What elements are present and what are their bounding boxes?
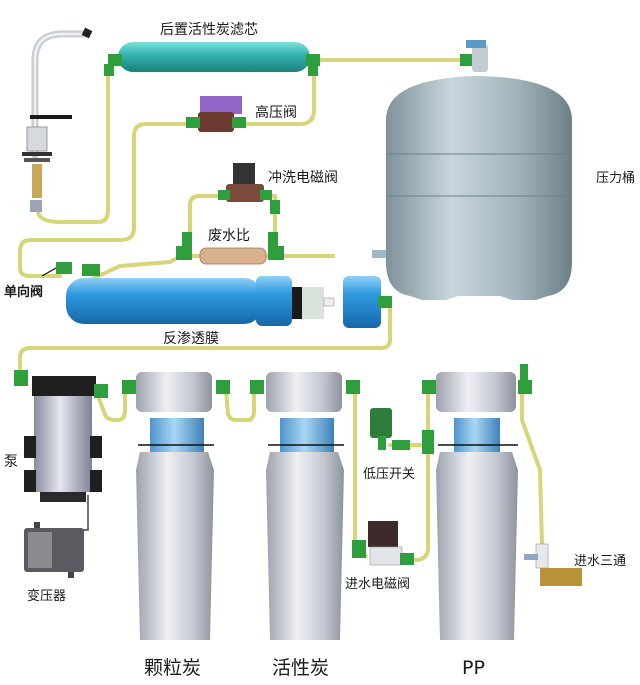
ro-membrane-label: 反渗透膜 xyxy=(163,331,219,347)
flush-solenoid-valve xyxy=(218,163,280,214)
pressure-tank-label: 压力桶 xyxy=(596,171,635,186)
inlet-tee-label: 进水三通 xyxy=(574,554,626,569)
check-valve-label: 单向阀 xyxy=(4,284,43,300)
pump xyxy=(14,370,108,502)
waste-water-ratio-label: 废水比 xyxy=(208,228,250,244)
check-valve-arrow xyxy=(41,267,57,277)
faucet xyxy=(22,27,93,212)
pressure-tank xyxy=(372,40,572,300)
inlet-tee xyxy=(520,364,582,586)
filter-pp-label: PP xyxy=(462,657,485,679)
post-carbon-filter xyxy=(104,42,320,76)
filter-pp xyxy=(422,372,532,640)
flush-solenoid-valve-label: 冲洗电磁阀 xyxy=(268,170,338,186)
high-pressure-switch xyxy=(186,96,246,132)
low-pressure-switch-label: 低压开关 xyxy=(363,467,415,482)
filter-activated-carbon xyxy=(250,372,360,640)
ro-membrane xyxy=(66,276,392,328)
filter-activated-carbon-label: 活性炭 xyxy=(272,657,329,679)
filter-granular-carbon-label: 颗粒炭 xyxy=(144,657,201,679)
transformer xyxy=(24,522,84,578)
high-pressure-switch-label: 高压阀 xyxy=(255,104,297,121)
inlet-solenoid-valve xyxy=(352,521,414,566)
filter-granular-carbon xyxy=(122,372,230,640)
transformer-label: 变压器 xyxy=(27,588,66,604)
post-carbon-filter-label: 后置活性炭滤芯 xyxy=(160,22,258,38)
pump-label: 泵 xyxy=(4,454,18,470)
inlet-solenoid-valve-label: 进水电磁阀 xyxy=(345,577,410,592)
check-valve xyxy=(56,262,72,274)
low-pressure-switch xyxy=(370,408,434,454)
waste-water-ratio xyxy=(176,232,284,265)
